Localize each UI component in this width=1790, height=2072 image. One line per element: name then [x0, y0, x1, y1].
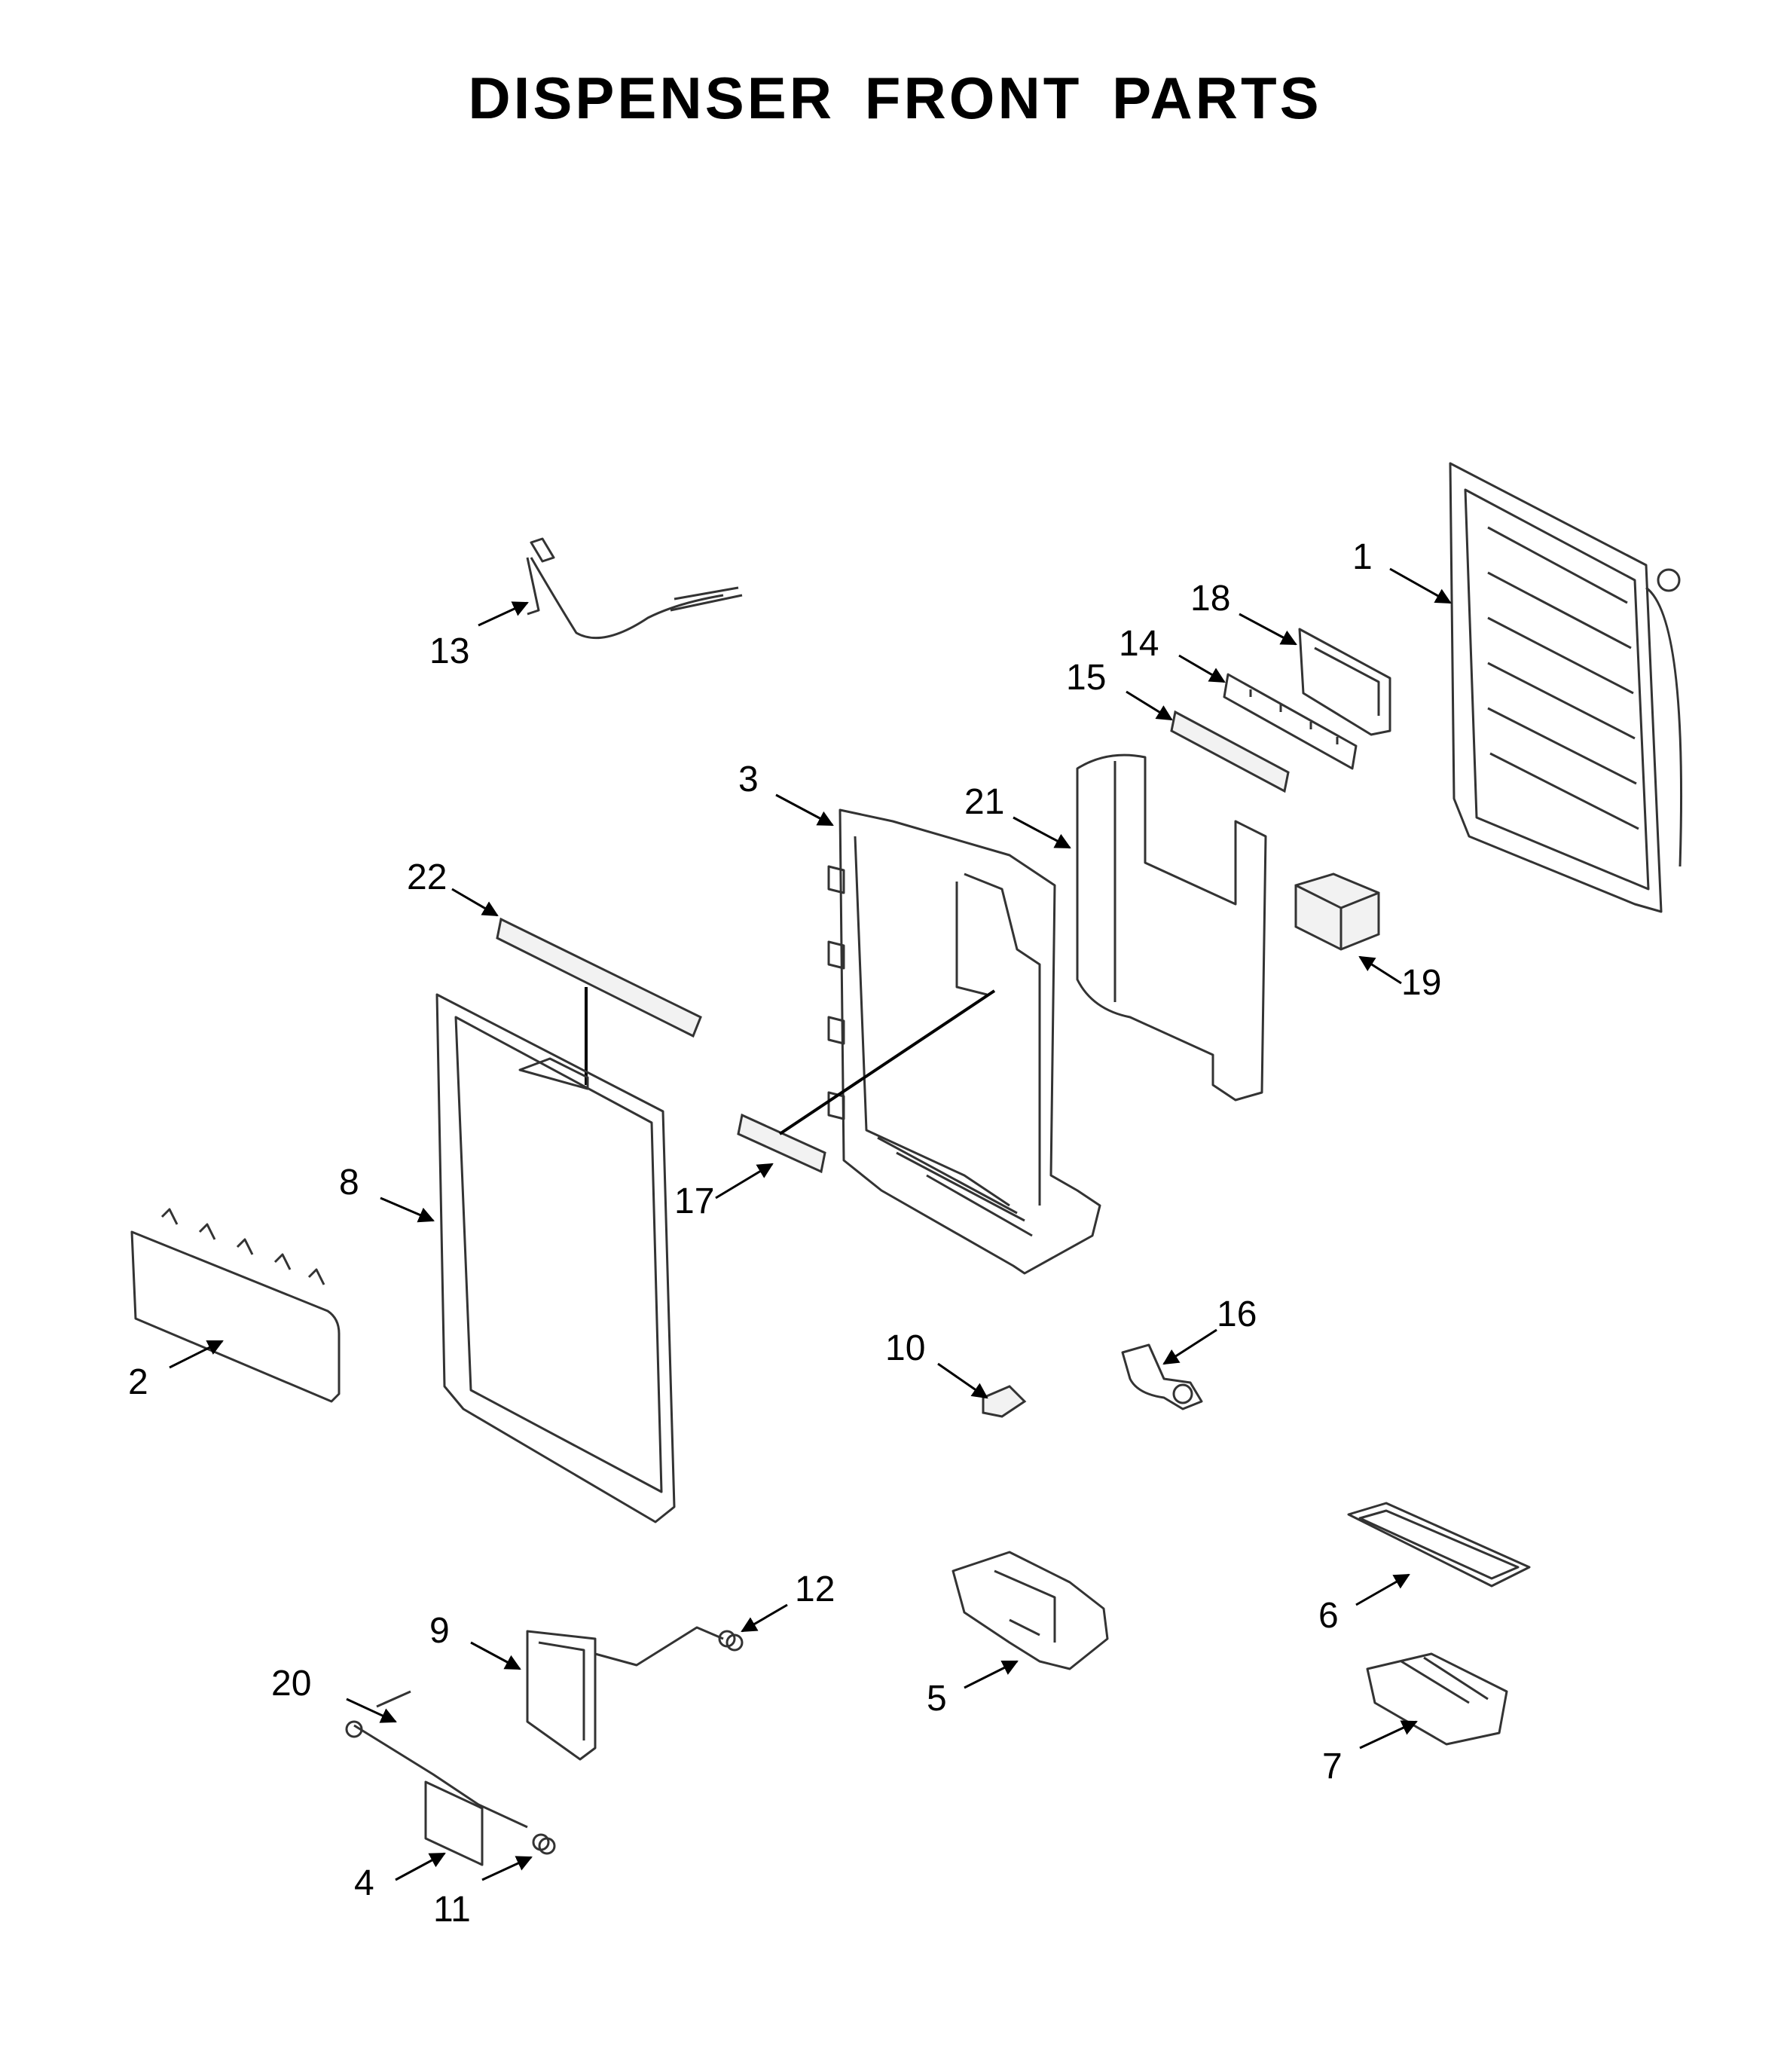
callout-1: 1 [1352, 537, 1373, 577]
callout-3: 3 [738, 759, 759, 799]
callout-11: 11 [433, 1890, 471, 1930]
callout-21: 21 [964, 782, 1004, 822]
leader-lines [169, 567, 1452, 1881]
part-2-trim-panel [130, 1208, 341, 1403]
callout-19: 19 [1401, 963, 1441, 1003]
part-1-dispenser-housing [1449, 462, 1683, 913]
callout-16: 16 [1217, 1294, 1257, 1334]
part-11-spring [532, 1833, 556, 1855]
part-12-spring [718, 1630, 744, 1652]
callout-14: 14 [1119, 624, 1159, 664]
part-9-paddle [526, 1626, 724, 1761]
callout-9: 9 [429, 1611, 450, 1651]
part-21-insulation [1076, 753, 1267, 1102]
callout-5: 5 [927, 1679, 947, 1719]
part-20-pin [376, 1690, 411, 1708]
callout-labels: 1 2 3 4 5 6 7 8 9 10 11 12 13 14 15 16 1… [128, 537, 1441, 1930]
callout-4: 4 [354, 1863, 374, 1903]
callout-10: 10 [885, 1328, 925, 1368]
part-19-foam-block [1294, 873, 1380, 951]
part-8-bezel-frame [435, 993, 676, 1523]
page-title: DISPENSER FRONT PARTS [468, 65, 1322, 131]
part-16-actuator [1121, 1343, 1203, 1410]
callout-7: 7 [1322, 1747, 1342, 1786]
callout-8: 8 [339, 1163, 359, 1203]
part-22-gasket-strip [496, 917, 702, 1085]
callout-17: 17 [674, 1181, 714, 1221]
part-14-strip [1223, 673, 1358, 770]
part-5-bracket [952, 1551, 1109, 1670]
part-6-tray [1347, 1502, 1531, 1588]
part-4-flap [345, 1720, 528, 1866]
part-13-wire-harness [526, 537, 743, 640]
part-7-tray-grille [1366, 1652, 1508, 1746]
part-15-strip [1170, 710, 1290, 793]
part-10-switch [982, 1385, 1027, 1418]
callout-20: 20 [271, 1664, 311, 1704]
callout-12: 12 [795, 1569, 835, 1609]
part-3-frame [827, 808, 1101, 1275]
callout-2: 2 [128, 1362, 148, 1402]
callout-13: 13 [429, 631, 469, 671]
callout-6: 6 [1318, 1596, 1339, 1636]
part-18-plate [1298, 628, 1391, 736]
callout-22: 22 [407, 857, 447, 897]
callout-18: 18 [1190, 579, 1230, 619]
part-17-strip [737, 989, 996, 1174]
callout-15: 15 [1066, 658, 1106, 698]
